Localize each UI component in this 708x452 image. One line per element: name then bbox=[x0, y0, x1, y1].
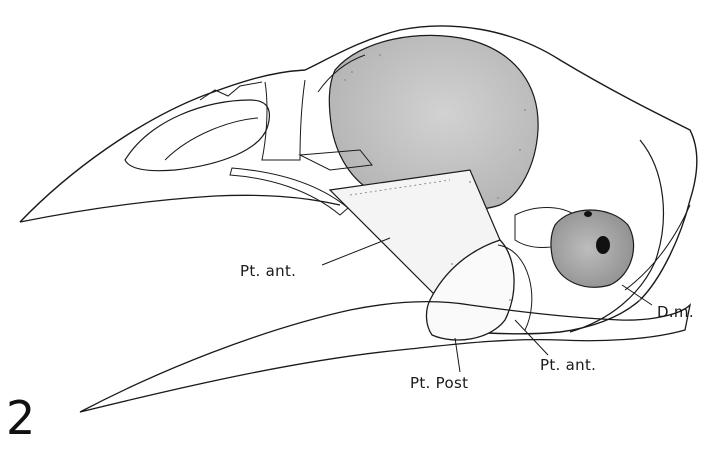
ear-region bbox=[551, 210, 634, 287]
upper-beak-edge bbox=[20, 195, 340, 222]
label-pt-post: Pt. Post bbox=[410, 374, 468, 392]
label-pt-ant-right: Pt. ant. bbox=[540, 356, 596, 374]
nasal-opening bbox=[125, 100, 269, 171]
label-dm: D.m. bbox=[657, 303, 694, 321]
figure-number: 2 bbox=[6, 395, 35, 441]
label-pt-ant-left: Pt. ant. bbox=[240, 262, 296, 280]
mandible bbox=[80, 302, 690, 412]
